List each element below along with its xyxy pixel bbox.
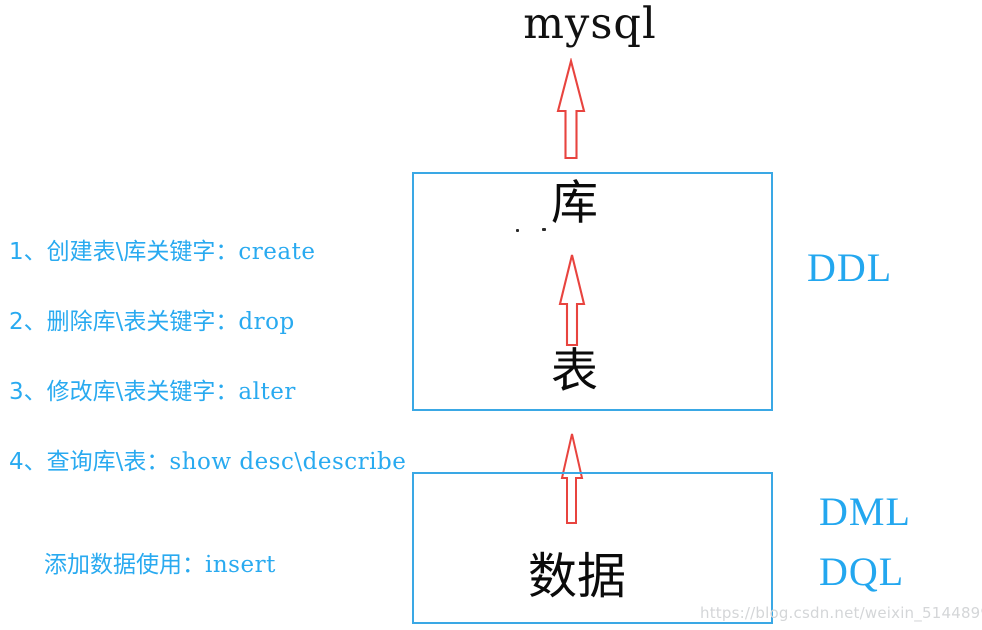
- note-prefix: 添加数据使用：: [44, 552, 205, 578]
- page-title: mysql: [523, 0, 657, 49]
- data-box: [412, 472, 773, 624]
- note-keyword: show desc\describe: [169, 449, 407, 475]
- note-prefix: 3、修改库\表关键字：: [9, 379, 239, 405]
- note-keyword: insert: [205, 552, 276, 578]
- ink-dot-artifact: [516, 229, 519, 232]
- arrow-up-data-to-table-icon: [560, 433, 584, 524]
- watermark: https://blog.csdn.net/weixin_51448994: [700, 604, 982, 622]
- category-label-ddl: DDL: [807, 245, 893, 290]
- ddl-box: [412, 172, 773, 411]
- ink-dot-artifact: [542, 228, 546, 231]
- note-prefix: 4、查询库\表：: [9, 449, 170, 475]
- note-keyword: create: [238, 239, 316, 265]
- node-label-data: 数据: [528, 548, 627, 605]
- arrow-up-mysql-icon: [556, 58, 586, 160]
- list-item: 1、创建表\库关键字：create: [9, 235, 406, 269]
- category-label-dml: DML: [819, 489, 911, 534]
- note-keyword: drop: [238, 309, 295, 335]
- node-label-database: 库: [551, 176, 598, 231]
- list-item: 2、删除库\表关键字：drop: [9, 305, 406, 339]
- dml-notes-list: 添加数据使用：insert 删除数据使用：delete 修改数据：update …: [44, 478, 280, 630]
- list-item: 4、查询库\表：show desc\describe: [9, 445, 406, 479]
- node-label-table: 表: [551, 344, 598, 399]
- note-prefix: 1、创建表\库关键字：: [9, 239, 239, 265]
- list-item: 添加数据使用：insert: [44, 548, 280, 583]
- ddl-notes-list: 1、创建表\库关键字：create 2、删除库\表关键字：drop 3、修改库\…: [9, 199, 406, 515]
- list-item: 3、修改库\表关键字：alter: [9, 375, 406, 409]
- category-label-dql: DQL: [819, 549, 905, 594]
- note-keyword: alter: [238, 379, 296, 405]
- arrow-up-table-to-database-icon: [558, 254, 586, 347]
- note-prefix: 2、删除库\表关键字：: [9, 309, 239, 335]
